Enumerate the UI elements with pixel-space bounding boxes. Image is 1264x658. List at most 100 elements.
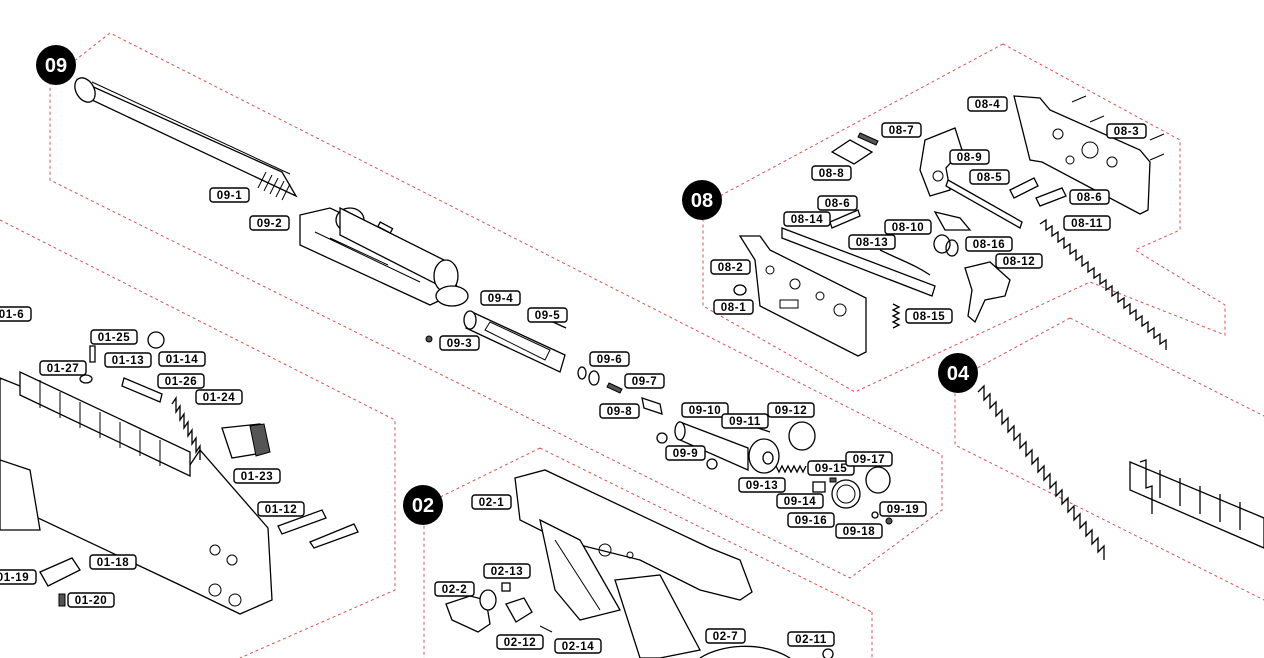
part-label-text: 01-14 [166, 354, 198, 366]
part-label-09-10: 09-10 [681, 402, 729, 418]
part-label-09-15: 09-15 [807, 460, 855, 476]
group-boundaries [0, 32, 1264, 658]
spring-09-7 [606, 382, 623, 394]
part-label-text: 01-20 [75, 595, 107, 607]
part-label-box [496, 634, 544, 650]
rod-08-5 [945, 179, 1023, 229]
pin-08-7 [857, 132, 879, 146]
part-label-text: 01-26 [165, 376, 197, 388]
oring-09-12 [788, 421, 816, 451]
part-label-text: 09-19 [887, 504, 919, 516]
part-label-01-13: 01-13 [104, 352, 152, 368]
part-label-text: 08-3 [1114, 126, 1139, 138]
part-label-09-5: 09-5 [527, 307, 568, 323]
part-label-box [848, 234, 896, 250]
boundary-02 [423, 447, 541, 658]
part-label-box [845, 451, 893, 467]
part-label-text: 08-15 [913, 311, 945, 323]
part-label-box [527, 307, 568, 323]
nozzle-09-14 [812, 481, 826, 493]
part-label-08-12: 08-12 [995, 253, 1043, 269]
spring-09-13 [775, 464, 807, 474]
part-label-box [969, 169, 1010, 185]
part-label-09-7: 09-7 [624, 373, 665, 389]
part-label-box [0, 306, 32, 322]
part-label-08-6a: 08-6 [817, 195, 858, 211]
part-label-box [721, 413, 769, 429]
part-01-14 [147, 331, 165, 349]
part-label-text: 01-25 [98, 332, 130, 344]
hopup-chamber-part [299, 206, 469, 307]
part-label-text: 02-7 [713, 631, 738, 643]
part-label-box [705, 628, 746, 644]
part-label-box [39, 360, 87, 376]
group-badge-08: 08 [682, 180, 722, 220]
screws-08-3 [1071, 95, 1165, 161]
part-label-box [713, 299, 754, 315]
trigger-frame-left [738, 235, 867, 357]
part-label-02-1: 02-1 [471, 494, 512, 510]
part-label-box [881, 122, 922, 138]
part-label-09-2: 09-2 [249, 215, 290, 231]
part-label-box [1063, 215, 1111, 231]
part-label-box [767, 402, 815, 418]
part-label-text: 02-14 [562, 641, 594, 653]
part-label-box [811, 165, 852, 181]
group-08-parts [733, 95, 1167, 357]
pins-01-12 [277, 509, 359, 549]
part-label-box [783, 211, 831, 227]
part-01-18 [39, 557, 81, 587]
part-label-text: 09-16 [795, 515, 827, 527]
part-label-text: 09-14 [784, 496, 816, 508]
part-label-box [817, 195, 858, 211]
part-label-09-1: 09-1 [209, 187, 250, 203]
part-label-box [1069, 189, 1110, 205]
main-spring-08-11 [1039, 218, 1167, 350]
group-badge-09-text: 09 [45, 55, 67, 77]
part-label-text: 02-13 [491, 566, 523, 578]
part-label-text: 09-2 [257, 218, 282, 230]
part-label-08-4: 08-4 [967, 96, 1008, 112]
part-label-text: 09-11 [729, 416, 761, 428]
part-label-09-13: 09-13 [738, 477, 786, 493]
part-label-08-14: 08-14 [783, 211, 831, 227]
part-label-text: 09-7 [632, 376, 657, 388]
part-label-01-14: 01-14 [158, 351, 206, 367]
part-label-box [90, 329, 138, 345]
part-label-box [480, 290, 521, 306]
part-label-text: 09-1 [217, 190, 242, 202]
part-label-box [965, 236, 1013, 252]
pin-09-5 [552, 321, 567, 329]
part-label-text: 01-12 [265, 504, 297, 516]
part-label-08-3: 08-3 [1106, 123, 1147, 139]
boundary-01 [0, 219, 396, 658]
part-label-text: 09-10 [689, 405, 721, 417]
parts-09-18 [871, 511, 879, 519]
part-label-text: 08-7 [889, 125, 914, 137]
part-label-09-14: 09-14 [776, 493, 824, 509]
part-label-box [589, 351, 630, 367]
part-label-09-12: 09-12 [767, 402, 815, 418]
recoil-spring-04 [977, 384, 1264, 560]
part-label-box [681, 402, 729, 418]
boundary-02-right [539, 447, 873, 613]
part-label-box [1106, 123, 1147, 139]
part-label-text: 01-13 [112, 355, 144, 367]
part-label-09-17: 09-17 [845, 451, 893, 467]
pin-08-6 [829, 209, 861, 229]
part-label-box [257, 501, 305, 517]
part-label-box [434, 581, 475, 597]
oring-09-9 [656, 432, 718, 470]
part-label-text: 09-8 [607, 406, 632, 418]
springs-08-13 [879, 234, 959, 276]
part-label-box [665, 445, 706, 461]
group-badge-04: 04 [938, 353, 978, 393]
screw-02-14 [539, 625, 553, 633]
part-label-08-7: 08-7 [881, 122, 922, 138]
part-label-text: 09-12 [775, 405, 807, 417]
part-label-text: 09-5 [535, 310, 560, 322]
part-label-text: 08-13 [856, 237, 888, 249]
part-label-09-18: 09-18 [835, 523, 883, 539]
part-label-09-6: 09-6 [589, 351, 630, 367]
part-label-box [89, 554, 137, 570]
